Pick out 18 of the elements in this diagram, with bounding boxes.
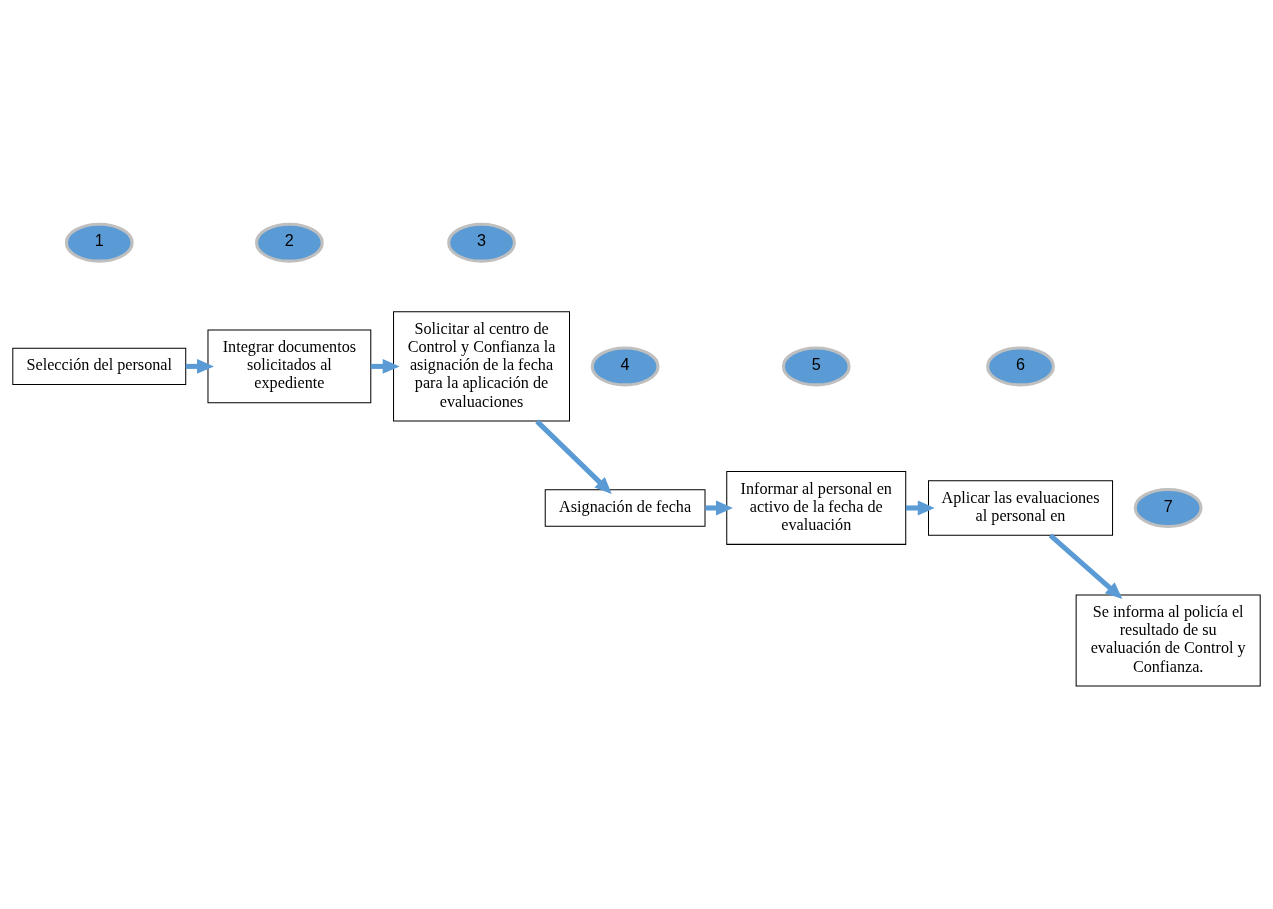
arrow bbox=[1048, 533, 1123, 599]
arrow bbox=[705, 500, 733, 515]
node-ellipse: 7 bbox=[1133, 487, 1203, 528]
node-ellipse: 2 bbox=[255, 222, 324, 263]
node-box: Solicitar al centro de Control y Confianza la asignación de la fecha para la aplicación de evaluaciones bbox=[393, 310, 570, 421]
node-ellipse: 6 bbox=[986, 345, 1055, 386]
arrow bbox=[535, 419, 612, 494]
node-box: Asignación de fecha bbox=[544, 488, 706, 527]
node-box: Se informa al policía el resultado de su evaluación de Control y Confianza. bbox=[1075, 593, 1261, 686]
node-box: Integrar documentos solicitados al expediente bbox=[207, 329, 372, 403]
node-ellipse: 5 bbox=[781, 345, 851, 386]
node-box: Selección del personal bbox=[12, 347, 187, 385]
node-box: Informar al personal en activo de la fecha de evaluación bbox=[726, 470, 907, 545]
arrow bbox=[906, 500, 935, 515]
node-ellipse: 1 bbox=[64, 222, 134, 263]
node-ellipse: 4 bbox=[590, 345, 660, 386]
node-ellipse: 3 bbox=[447, 222, 516, 263]
node-box: Aplicar las evaluaciones al personal en bbox=[928, 479, 1114, 536]
